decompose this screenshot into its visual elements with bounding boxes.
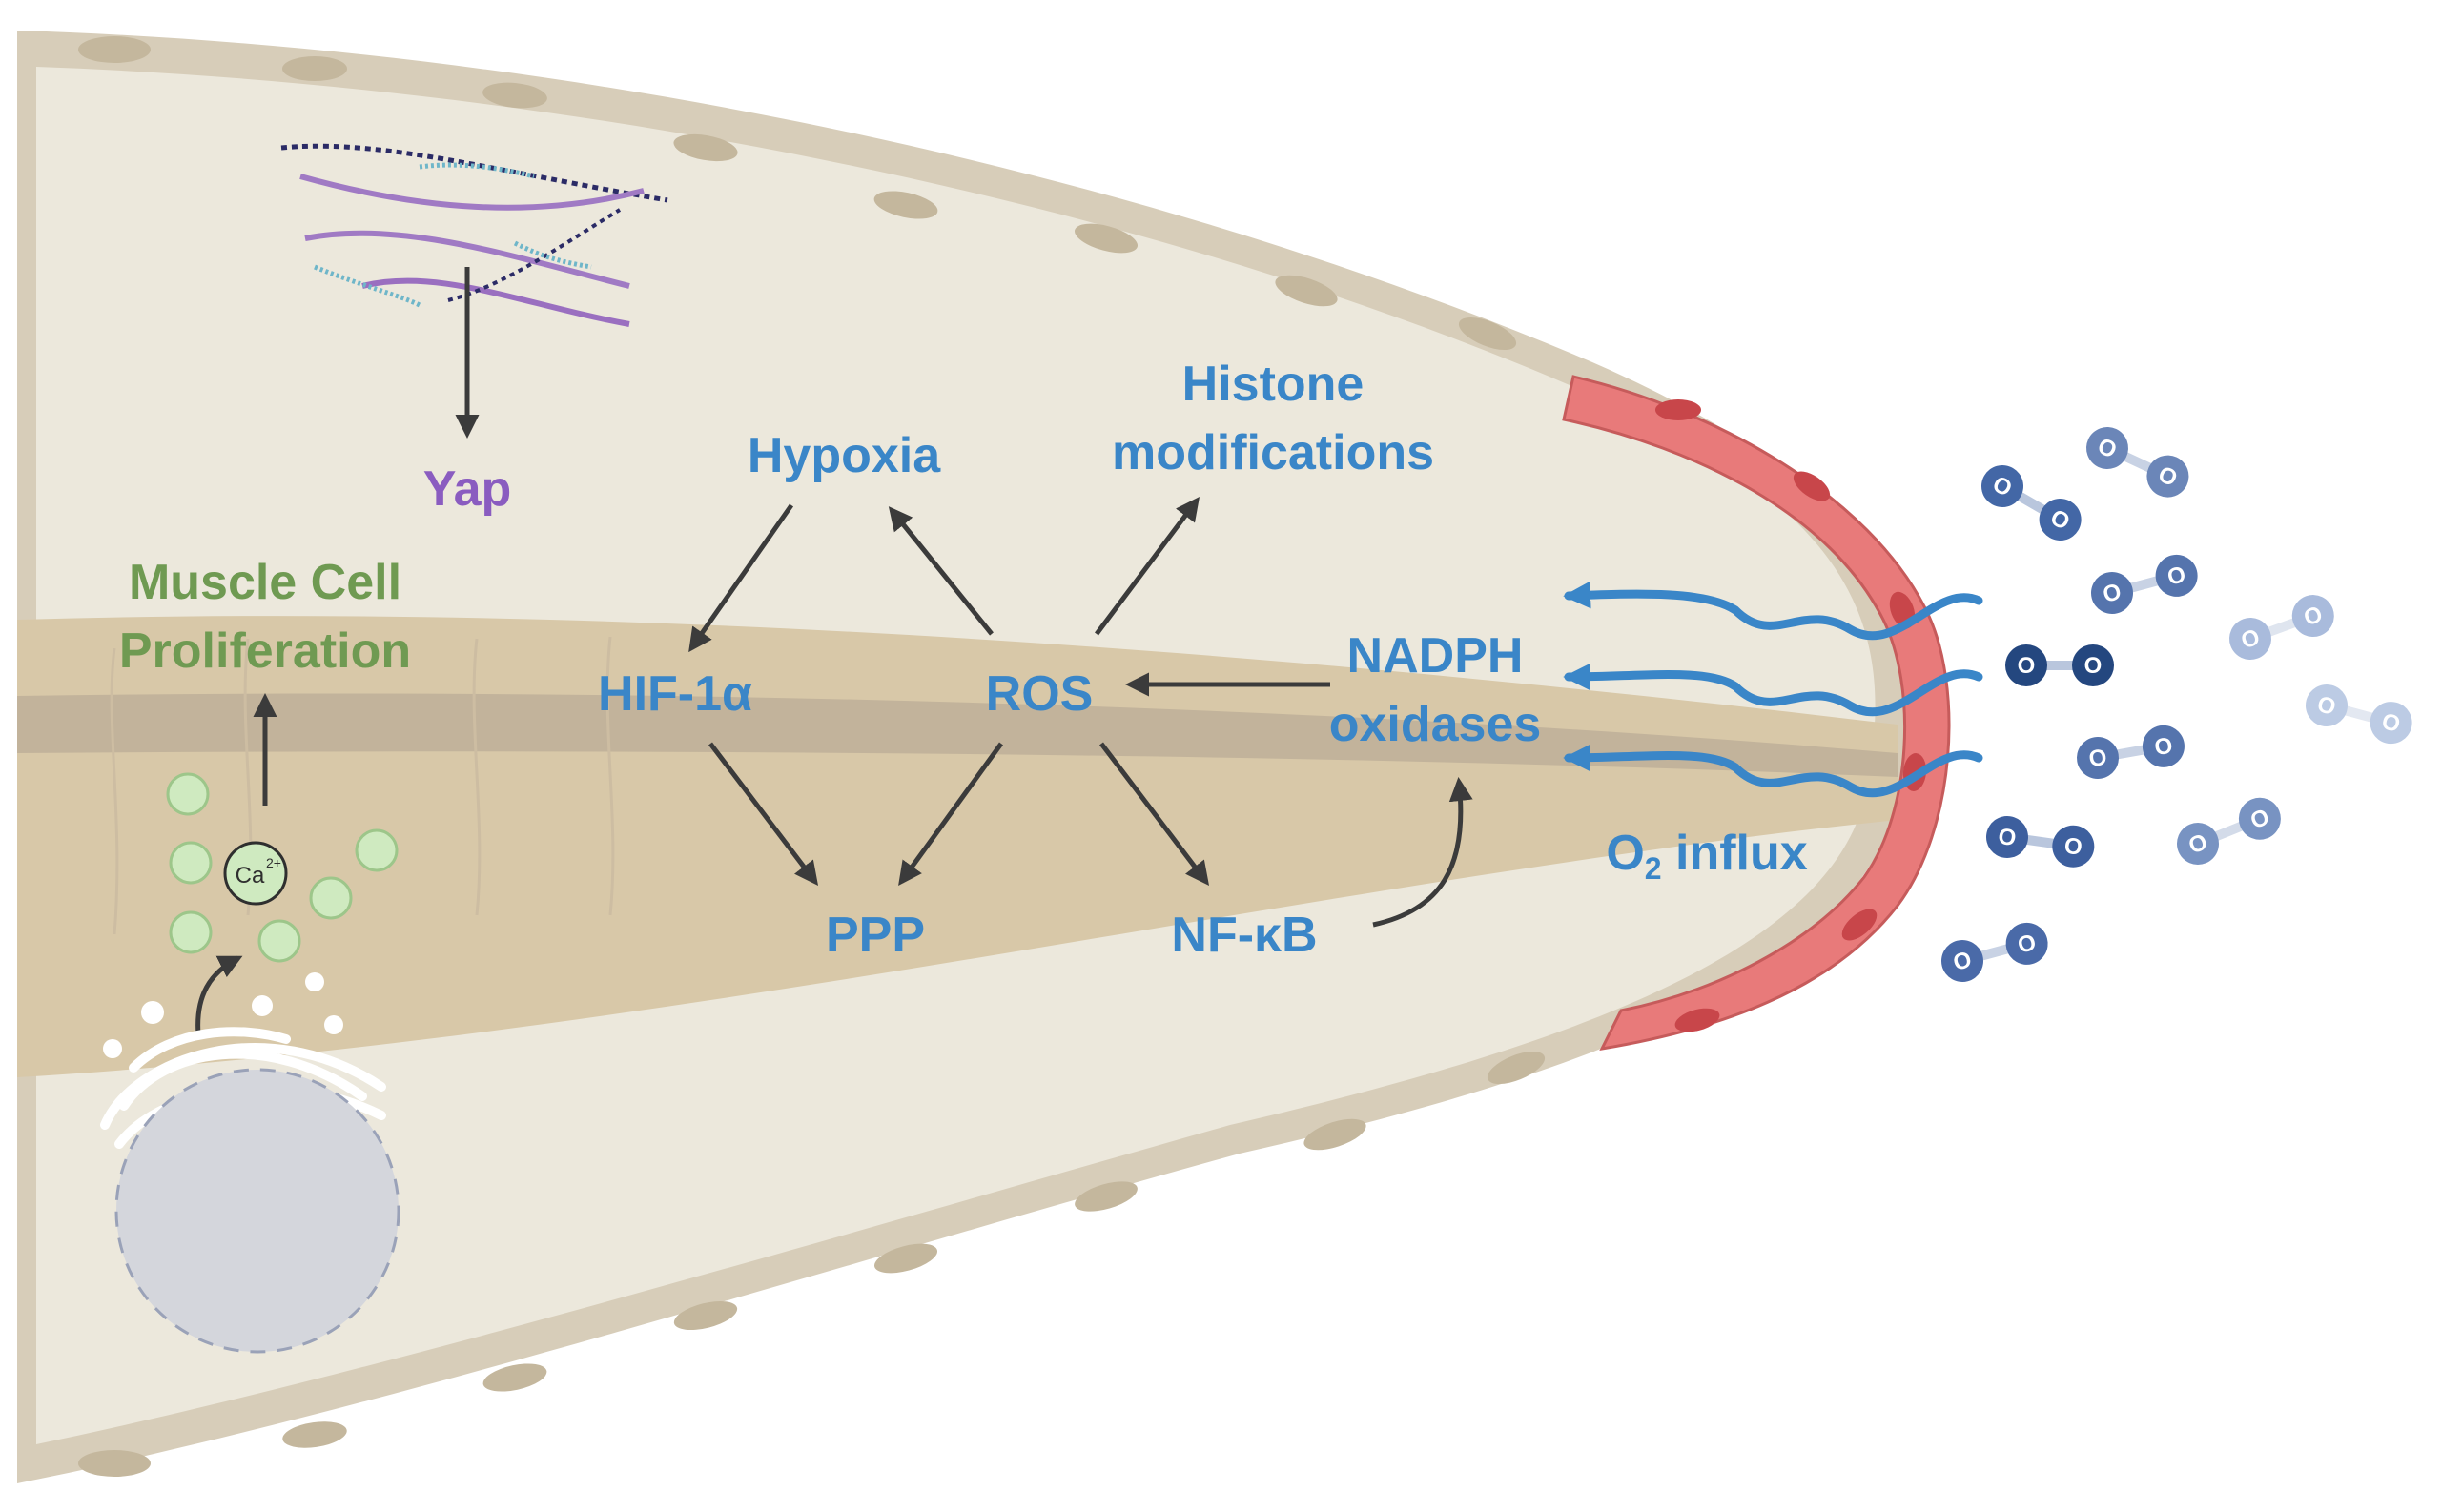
svg-text:O: O [2087,745,2109,773]
calcium-ion-icon [309,876,353,920]
oxygen-molecule-icon: O O [2306,684,2412,745]
arrow-ros-to-nfkb [1099,742,1210,886]
oxygen-molecule-icon: O O [1941,922,2048,982]
spinal-core [17,693,1898,777]
oxygen-molecule-icon: O O [2005,644,2114,686]
svg-text:O: O [2152,732,2174,761]
oxygen-molecule-icon: O O [2177,797,2281,865]
arrow-ros-to-histone [1095,497,1200,636]
wave-arrow-icon [1563,581,1983,798]
calcium-ion-icon [257,919,301,963]
arrow-hif-to-ppp [708,742,819,886]
oxygen-molecule-icon: O O [1981,465,2082,541]
calcium-ion-icon [169,910,213,954]
nucleus-icon [114,1068,400,1354]
muscle-proliferation-line2: Proliferation [119,623,411,679]
svg-text:O: O [2084,653,2103,679]
arrow-hypoxia-to-hif [688,503,794,653]
oxygen-molecule-icon: O O [2091,554,2198,614]
svg-text:2+: 2+ [266,855,281,870]
oxygen-molecule-icon: O O [2086,427,2189,498]
oxygen-molecule-icon: O O [2077,725,2185,779]
calcium-ion-icon [166,772,210,816]
pathway-arrows [195,497,1473,1035]
yap-label: Yap [423,461,512,517]
nadph-line2: oxidases [1329,697,1542,752]
wall-cells [78,36,1546,1477]
ppp-label: PPP [826,908,925,963]
arrow-ros-to-ppp [898,742,1004,887]
nfkb-label: NF-κB [1171,908,1317,963]
muscle-proliferation-line1: Muscle Cell [129,555,401,610]
svg-text:Ca: Ca [236,863,265,889]
calcium-ion-icon [169,841,213,885]
calcium-ion-icon [355,828,399,872]
arrow-er-to-calcium [195,955,243,1035]
fiber-network-icon [280,143,668,327]
histone-line2: modifications [1112,425,1434,480]
histone-line1: Histone [1182,357,1365,412]
oxygen-molecule-icon: O O [1986,816,2095,868]
calcium-label-icon: Ca 2+ [223,841,288,906]
svg-text:O: O [2062,833,2083,861]
ros-label: ROS [986,666,1094,722]
nadph-line1: NADPH [1347,628,1524,684]
hif-label: HIF-1α [598,666,752,722]
svg-text:O: O [2018,653,2036,679]
calcium-ions [166,772,399,963]
arrow-ros-to-hypoxia [888,506,994,636]
hypoxia-label: Hypoxia [748,428,941,483]
o2-influx-label: O2 influx [1606,826,1807,886]
oxygen-molecule-icon: O O [2229,595,2334,660]
vesicles [103,972,343,1058]
svg-text:O: O [1997,824,2018,851]
arrow-nfkb-to-nadph [1372,777,1473,928]
oxygen-molecules: O O O O O O O O O O [1941,427,2412,982]
